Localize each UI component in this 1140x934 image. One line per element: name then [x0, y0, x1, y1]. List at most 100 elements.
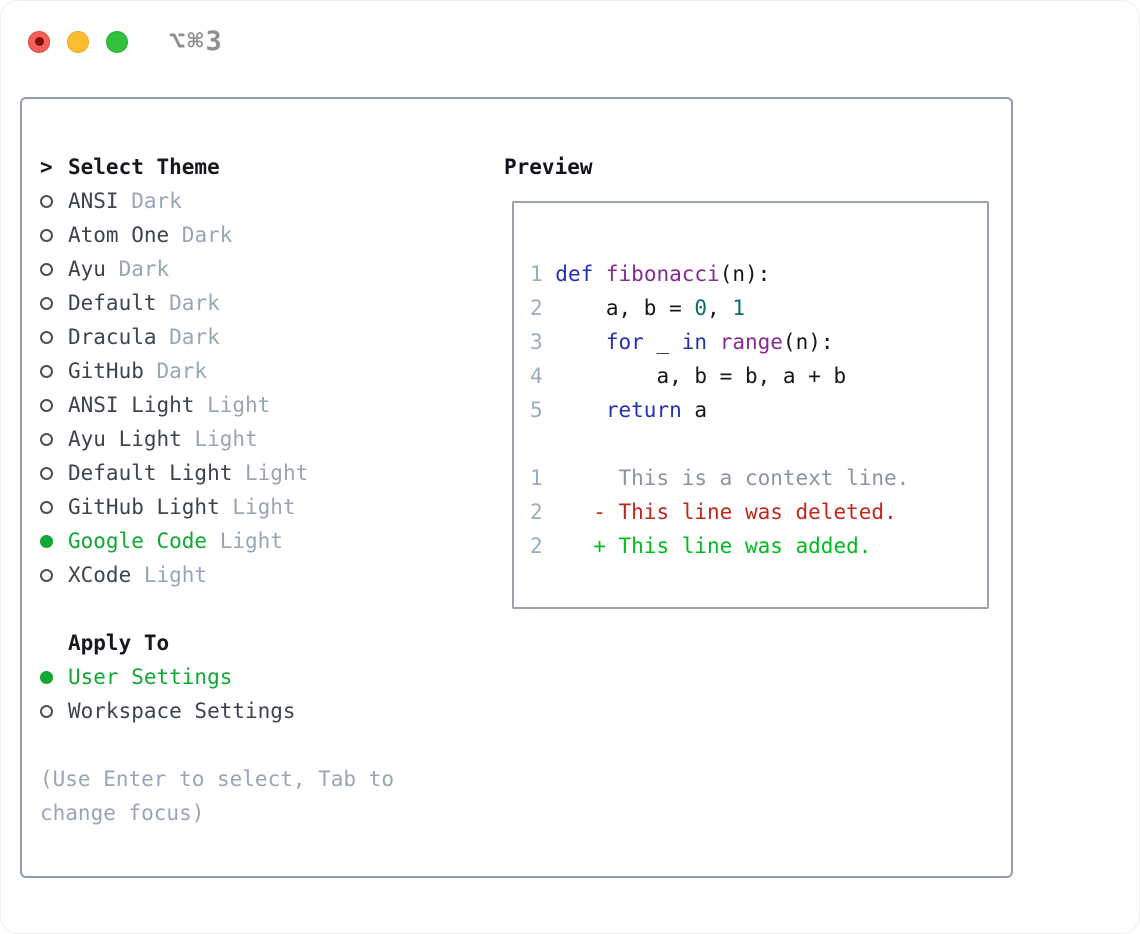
- radio-selected-icon: [40, 670, 53, 684]
- code-token: range: [719, 330, 783, 354]
- theme-variant-label: Light: [131, 563, 208, 587]
- keyboard-shortcut-label: ⌥⌘3: [169, 26, 224, 57]
- zoom-button[interactable]: [106, 30, 128, 53]
- theme-variant-label: Light: [219, 495, 296, 519]
- theme-item-ansi[interactable]: ANSI Dark: [40, 184, 308, 218]
- theme-item-ansi-light[interactable]: ANSI Light Light: [40, 388, 308, 422]
- radio-icon: [40, 568, 53, 582]
- theme-item-ayu-light[interactable]: Ayu Light Light: [40, 422, 308, 456]
- radio-icon: [40, 364, 53, 378]
- option-label: GitHub Light: [68, 495, 220, 519]
- apply-to-header: Apply To: [40, 626, 296, 660]
- code-token: (n):: [782, 330, 834, 354]
- preview-title: Preview: [504, 155, 593, 179]
- theme-item-dracula[interactable]: Dracula Dark: [40, 320, 308, 354]
- option-label: Ayu Light: [68, 427, 182, 451]
- apply-option-user-settings[interactable]: User Settings: [40, 660, 296, 694]
- minimize-button[interactable]: [67, 30, 89, 53]
- radio-icon: [40, 432, 53, 446]
- chevron-marker-icon: >: [40, 155, 53, 179]
- theme-list-header: > Select Theme: [40, 150, 308, 184]
- radio-icon: [40, 466, 53, 480]
- code-token: 0: [694, 296, 708, 320]
- theme-item-default-light[interactable]: Default Light Light: [40, 456, 308, 490]
- theme-variant-label: Dark: [156, 325, 220, 349]
- code-token: a: [681, 398, 708, 422]
- theme-item-xcode[interactable]: XCode Light: [40, 558, 308, 592]
- code-token: [555, 398, 606, 422]
- theme-item-github[interactable]: GitHub Dark: [40, 354, 308, 388]
- line-number: 3: [530, 330, 556, 354]
- code-token: a, b = b, a + b: [555, 364, 847, 388]
- code-token: a, b =: [555, 296, 695, 320]
- close-button[interactable]: [28, 30, 50, 53]
- theme-item-github-light[interactable]: GitHub Light Light: [40, 490, 308, 524]
- radio-icon: [40, 296, 53, 310]
- code-token: in: [681, 330, 708, 354]
- theme-variant-label: Light: [194, 393, 271, 417]
- theme-variant-label: Light: [181, 427, 258, 451]
- option-label: Default: [68, 291, 157, 315]
- theme-item-atom-one[interactable]: Atom One Dark: [40, 218, 308, 252]
- code-token: [707, 330, 720, 354]
- option-label: XCode: [68, 563, 132, 587]
- line-number: 1: [530, 262, 556, 286]
- radio-icon: [40, 330, 53, 344]
- option-label: Atom One: [68, 223, 170, 247]
- help-text: (Use Enter to select, Tab to change focu…: [40, 767, 395, 825]
- code-token: ,: [707, 296, 733, 320]
- theme-item-ayu[interactable]: Ayu Dark: [40, 252, 308, 286]
- line-number: 2: [530, 500, 543, 524]
- theme-variant-label: Dark: [105, 257, 170, 281]
- radio-icon: [40, 398, 53, 412]
- radio-icon: [40, 262, 53, 276]
- code-token: fibonacci: [605, 262, 720, 286]
- theme-variant-label: Dark: [143, 359, 208, 383]
- line-number: 2: [530, 296, 556, 320]
- option-label: Default Light: [68, 461, 233, 485]
- line-number: 2: [530, 534, 543, 558]
- option-label: Dracula: [68, 325, 157, 349]
- theme-variant-label: Dark: [169, 223, 233, 247]
- option-label: GitHub: [68, 359, 144, 383]
- option-label: Workspace Settings: [68, 699, 296, 723]
- line-number: 1: [530, 466, 543, 490]
- diff-line-del: - This line was deleted.: [542, 500, 897, 524]
- option-label: ANSI: [68, 189, 119, 213]
- code-token: [555, 330, 606, 354]
- radio-selected-icon: [40, 534, 53, 548]
- option-label: Google Code: [68, 529, 208, 553]
- theme-list-title: Select Theme: [68, 155, 220, 179]
- code-token: 1: [732, 296, 745, 320]
- theme-variant-label: Light: [232, 461, 309, 485]
- apply-to-title: Apply To: [68, 631, 170, 655]
- code-token: for: [605, 330, 644, 354]
- theme-variant-label: Dark: [156, 291, 220, 315]
- radio-icon: [40, 704, 53, 718]
- radio-icon: [40, 194, 53, 208]
- code-token: _: [643, 330, 682, 354]
- option-label: ANSI Light: [68, 393, 195, 417]
- preview-box: 1 def fibonacci(n): 2 a, b = 0, 1 3 for …: [512, 201, 989, 609]
- code-token: (n):: [719, 262, 771, 286]
- theme-item-default[interactable]: Default Dark: [40, 286, 308, 320]
- code-token: return: [605, 398, 682, 422]
- code-token: [593, 262, 606, 286]
- theme-variant-label: Light: [207, 529, 283, 553]
- theme-variant-label: Dark: [118, 189, 182, 213]
- diff-line-context: This is a context line.: [542, 466, 910, 490]
- line-number: 5: [530, 398, 556, 422]
- option-label: User Settings: [68, 665, 233, 689]
- code-token: def: [555, 262, 594, 286]
- apply-option-workspace-settings[interactable]: Workspace Settings: [40, 694, 296, 728]
- radio-icon: [40, 228, 53, 242]
- theme-item-google-code[interactable]: Google Code Light: [40, 524, 308, 558]
- titlebar: ⌥⌘3: [28, 26, 224, 57]
- preview-content: 1 def fibonacci(n): 2 a, b = 0, 1 3 for …: [514, 203, 987, 563]
- diff-line-add: + This line was added.: [542, 534, 872, 558]
- option-label: Ayu: [68, 257, 106, 281]
